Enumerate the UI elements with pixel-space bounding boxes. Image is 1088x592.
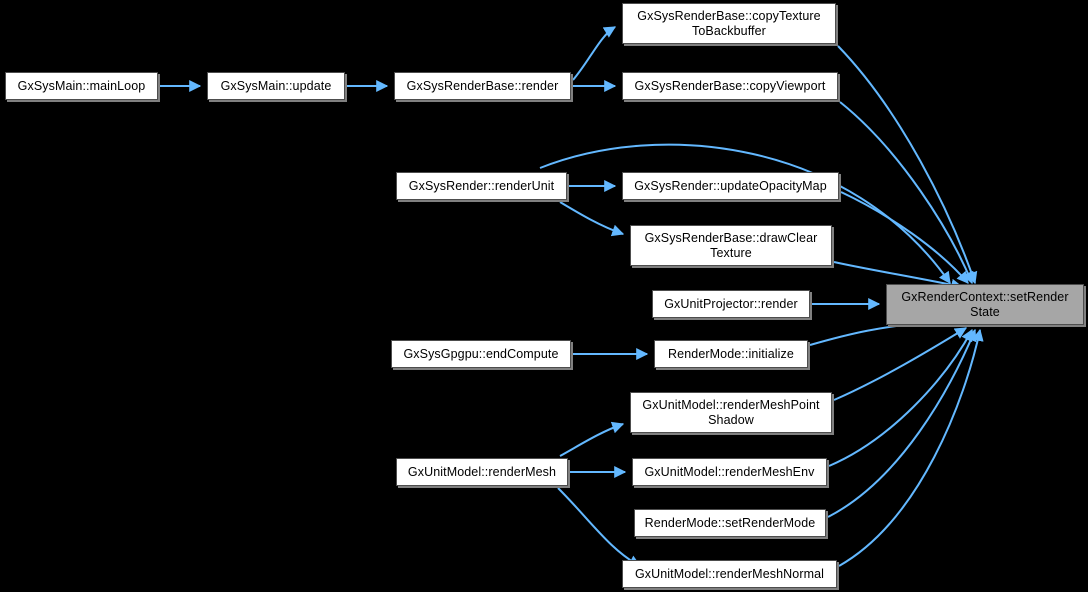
graph-node-initialize[interactable]: RenderMode::initialize <box>654 340 808 368</box>
graph-edge-meshPointShadow-to-setRenderState <box>833 327 968 401</box>
graph-edge-renderMeshEnv-to-setRenderState <box>828 328 973 467</box>
graph-edge-copyTexture-to-setRenderState <box>837 45 978 285</box>
graph-edge-renderUnit-to-drawClear <box>559 201 625 237</box>
graph-node-update[interactable]: GxSysMain::update <box>207 72 345 100</box>
graph-edge-updateOpacity-to-setRenderState <box>840 191 969 284</box>
graph-node-render[interactable]: GxSysRenderBase::render <box>394 72 571 100</box>
graph-edge-meshNormal-to-setRenderState <box>838 328 984 567</box>
graph-node-projectorRender[interactable]: GxUnitProjector::render <box>652 290 810 318</box>
graph-node-endCompute[interactable]: GxSysGpgpu::endCompute <box>391 340 571 368</box>
graph-edge-copyViewport-to-setRenderState <box>839 101 974 285</box>
graph-edge-renderUnit-to-setRenderStateA <box>539 143 951 284</box>
graph-edge-renderMesh-to-meshNormal <box>557 487 642 567</box>
graph-node-mainLoop[interactable]: GxSysMain::mainLoop <box>5 72 158 100</box>
graph-node-drawClear[interactable]: GxSysRenderBase::drawClear Texture <box>630 225 832 266</box>
graph-node-renderMesh[interactable]: GxUnitModel::renderMesh <box>396 458 568 486</box>
graph-node-copyViewport[interactable]: GxSysRenderBase::copyViewport <box>622 72 838 100</box>
graph-node-renderUnit[interactable]: GxSysRender::renderUnit <box>396 172 567 200</box>
edge-paths <box>160 26 984 567</box>
graph-node-meshNormal[interactable]: GxUnitModel::renderMeshNormal <box>622 560 837 588</box>
graph-edge-setRenderMode-to-setRenderState <box>827 328 977 518</box>
graph-node-setRenderMode[interactable]: RenderMode::setRenderMode <box>634 509 826 537</box>
graph-node-meshPointShadow[interactable]: GxUnitModel::renderMeshPoint Shadow <box>630 392 832 433</box>
graph-node-updateOpacity[interactable]: GxSysRender::updateOpacityMap <box>622 172 839 200</box>
graph-node-setRenderState[interactable]: GxRenderContext::setRender State <box>886 284 1084 325</box>
graph-edge-render-to-copyTexture <box>572 26 617 81</box>
graph-node-renderMeshEnv[interactable]: GxUnitModel::renderMeshEnv <box>632 458 827 486</box>
graph-node-copyTexture[interactable]: GxSysRenderBase::copyTexture ToBackbuffe… <box>622 3 836 44</box>
graph-edge-renderMesh-to-meshPointShadow <box>559 421 625 457</box>
